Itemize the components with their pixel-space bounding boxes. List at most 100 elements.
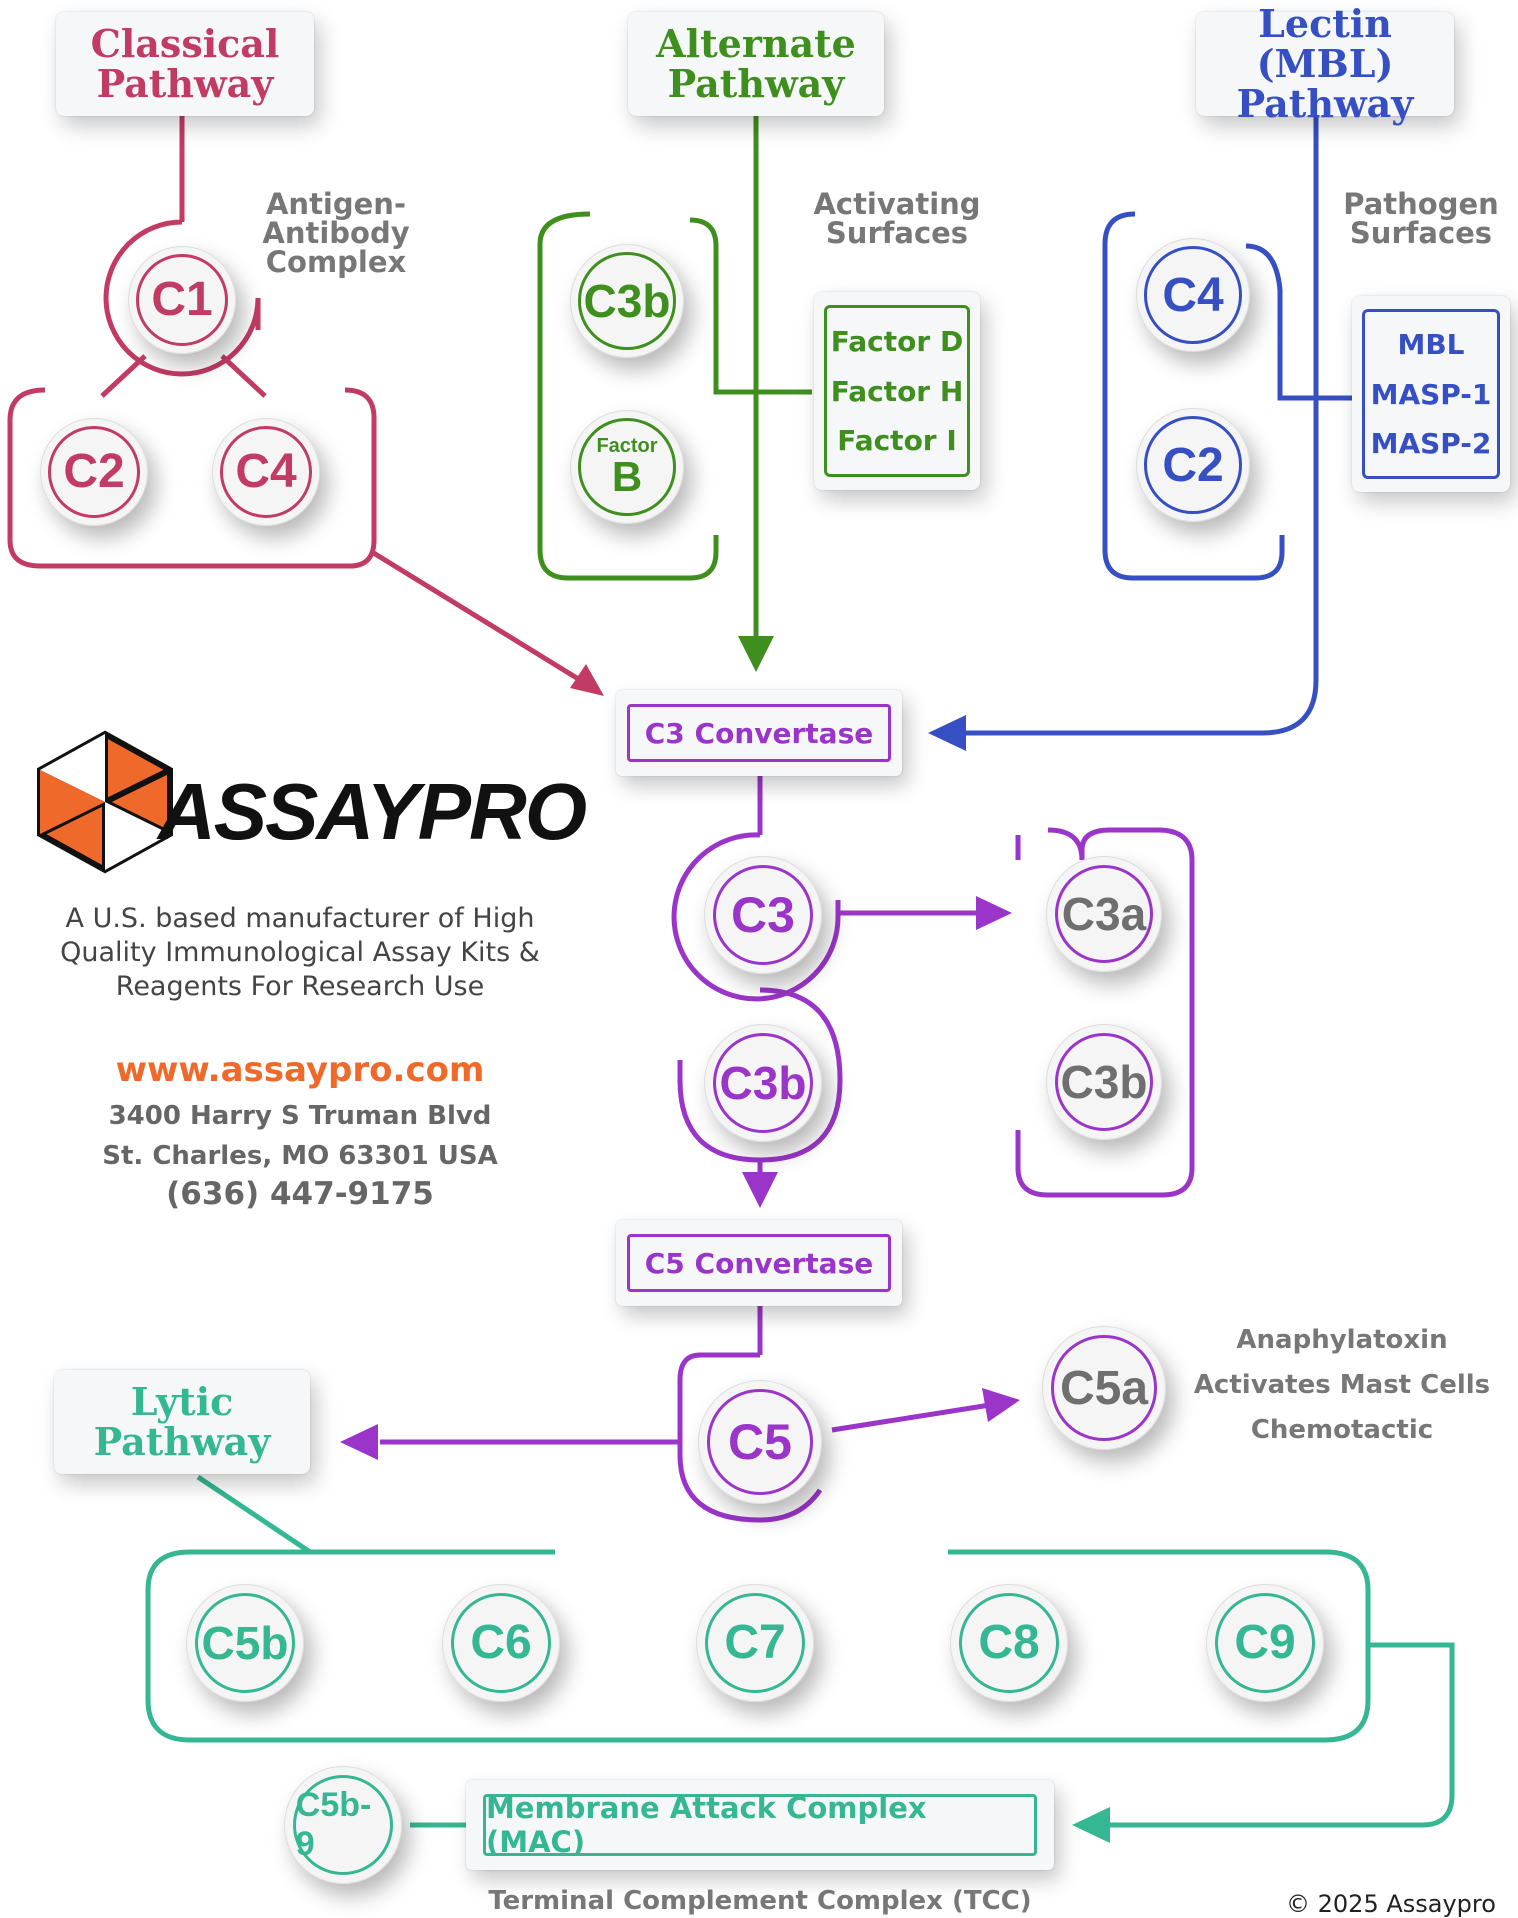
c3-convertase-label: C3 Convertase bbox=[627, 704, 891, 762]
c3a-node: C3a bbox=[1046, 856, 1162, 972]
alternate-pathway-header: Alternate Pathway bbox=[628, 12, 884, 116]
lectin-note-line1: Pathogen bbox=[1343, 187, 1499, 221]
c5b-label: C5b bbox=[194, 1592, 296, 1694]
company-website-link[interactable]: www.assaypro.com bbox=[115, 1050, 485, 1090]
lectin-c2-label: C2 bbox=[1144, 416, 1242, 514]
copyright-text: © 2025 Assaypro bbox=[1286, 1890, 1496, 1918]
lectin-c2-node: C2 bbox=[1136, 408, 1250, 522]
company-address: 3400 Harry S Truman Blvd St. Charles, MO… bbox=[40, 1096, 560, 1176]
c5a-note-2: Activates Mast Cells bbox=[1193, 1370, 1491, 1400]
alternate-note-line2: Surfaces bbox=[825, 216, 969, 250]
c5a-note-3: Chemotactic bbox=[1250, 1415, 1434, 1445]
lectin-arrowhead bbox=[928, 715, 966, 751]
logo-wordmark: ASSAYPRO bbox=[158, 767, 587, 856]
lectin-title-line1: Lectin (MBL) bbox=[1256, 1, 1394, 86]
mbl-label: MBL bbox=[1397, 328, 1465, 362]
c5-convertase-label: C5 Convertase bbox=[627, 1234, 891, 1292]
classical-title-line1: Classical bbox=[90, 21, 280, 66]
classical-note-line1: Antigen-Antibody bbox=[262, 187, 410, 250]
c3-node: C3 bbox=[704, 856, 822, 974]
c8-label: C8 bbox=[958, 1592, 1060, 1694]
factor-b-big-label: B bbox=[611, 453, 643, 500]
factor-b-small-label: Factor bbox=[596, 435, 658, 457]
c5a-notes: Anaphylatoxin Activates Mast Cells Chemo… bbox=[1192, 1318, 1492, 1453]
alternate-note: Activating Surfaces bbox=[782, 190, 1012, 248]
alternate-note-line1: Activating bbox=[813, 187, 981, 221]
central-c3b-label: C3b bbox=[712, 1032, 814, 1134]
factor-h-label: Factor H bbox=[830, 374, 964, 408]
lytic-arrowhead bbox=[340, 1424, 378, 1460]
alternate-c3b-label: C3b bbox=[578, 252, 676, 350]
c3a-arrowhead bbox=[976, 896, 1012, 930]
address-line1: 3400 Harry S Truman Blvd bbox=[108, 1101, 492, 1131]
c5b9-node: C5b-9 bbox=[284, 1766, 402, 1884]
alternate-factors-list: Factor D Factor H Factor I bbox=[824, 304, 970, 478]
factor-b-node: Factor B bbox=[570, 410, 684, 524]
lytic-pathway-header: Lytic Pathway bbox=[54, 1370, 310, 1474]
lectin-note: Pathogen Surfaces bbox=[1326, 190, 1516, 248]
c5-node: C5 bbox=[698, 1380, 822, 1504]
c5a-node: C5a bbox=[1042, 1326, 1166, 1450]
lectin-c4-label: C4 bbox=[1144, 246, 1242, 344]
lectin-pathway-header: Lectin (MBL) Pathway bbox=[1196, 4, 1454, 124]
c7-node: C7 bbox=[696, 1584, 814, 1702]
masp2-label: MASP-2 bbox=[1370, 426, 1492, 460]
c6-node: C6 bbox=[442, 1584, 560, 1702]
classical-connectors bbox=[7, 115, 582, 683]
c5a-label: C5a bbox=[1051, 1335, 1157, 1441]
lectin-connectors bbox=[960, 115, 1352, 736]
classical-note: Antigen-Antibody Complex bbox=[196, 190, 476, 277]
central-c3b-node: C3b bbox=[704, 1024, 822, 1142]
c9-label: C9 bbox=[1214, 1592, 1316, 1694]
factor-b-ring: Factor B bbox=[578, 418, 676, 516]
lectin-note-line2: Surfaces bbox=[1349, 216, 1493, 250]
alternate-title-line2: Pathway bbox=[667, 61, 845, 106]
alternate-factors-box: Factor D Factor H Factor I bbox=[814, 292, 980, 490]
mac-label: Membrane Attack Complex (MAC) bbox=[483, 1791, 1037, 1859]
classical-c4-label: C4 bbox=[219, 425, 313, 519]
alternate-connectors bbox=[537, 115, 812, 640]
classical-arrowhead bbox=[570, 664, 604, 696]
c6-label: C6 bbox=[450, 1592, 552, 1694]
alternate-c3b-node: C3b bbox=[570, 244, 684, 358]
lectin-proteins-list: MBL MASP-1 MASP-2 bbox=[1361, 308, 1501, 480]
c3-convertase-box: C3 Convertase bbox=[616, 690, 902, 776]
side-c3b-node: C3b bbox=[1046, 1024, 1162, 1140]
lytic-title-line1: Lytic bbox=[130, 1379, 234, 1424]
c5-convertase-arrowhead bbox=[742, 1172, 778, 1208]
classical-c4-node: C4 bbox=[212, 418, 320, 526]
c3-label: C3 bbox=[712, 864, 814, 966]
classical-c2-label: C2 bbox=[47, 425, 141, 519]
company-tagline: A U.S. based manufacturer of High Qualit… bbox=[40, 902, 560, 1004]
c5-convertase-box: C5 Convertase bbox=[616, 1220, 902, 1306]
address-line2: St. Charles, MO 63301 USA bbox=[102, 1141, 498, 1171]
factor-d-label: Factor D bbox=[830, 324, 964, 358]
lytic-connectors bbox=[145, 1474, 1455, 1828]
mac-box: Membrane Attack Complex (MAC) bbox=[466, 1780, 1054, 1870]
c5b-node: C5b bbox=[186, 1584, 304, 1702]
tagline-line1: A U.S. based manufacturer of High bbox=[65, 903, 535, 934]
c5-label: C5 bbox=[707, 1389, 813, 1495]
c5a-arrowhead bbox=[982, 1388, 1020, 1422]
assaypro-logo: ASSAYPRO bbox=[30, 728, 587, 876]
mac-arrowhead bbox=[1072, 1807, 1110, 1843]
tagline-line3: Reagents For Research Use bbox=[115, 971, 485, 1002]
c9-node: C9 bbox=[1206, 1584, 1324, 1702]
c1-node: C1 bbox=[128, 246, 236, 354]
c8-node: C8 bbox=[950, 1584, 1068, 1702]
classical-note-line2: Complex bbox=[265, 245, 407, 279]
lectin-c4-node: C4 bbox=[1136, 238, 1250, 352]
c7-label: C7 bbox=[704, 1592, 806, 1694]
umbrella-logo-icon bbox=[37, 730, 173, 874]
side-c3b-label: C3b bbox=[1054, 1032, 1154, 1132]
alternate-title-line1: Alternate bbox=[656, 21, 856, 66]
classical-pathway-header: Classical Pathway bbox=[56, 12, 314, 116]
classical-title-line2: Pathway bbox=[96, 61, 274, 106]
c1-label: C1 bbox=[135, 253, 229, 347]
factor-i-label: Factor I bbox=[837, 424, 957, 458]
tcc-label: Terminal Complement Complex (TCC) bbox=[488, 1886, 1032, 1916]
tagline-line2: Quality Immunological Assay Kits & bbox=[60, 937, 540, 968]
c5b9-label: C5b-9 bbox=[292, 1774, 394, 1876]
company-phone: (636) 447-9175 bbox=[166, 1176, 434, 1212]
